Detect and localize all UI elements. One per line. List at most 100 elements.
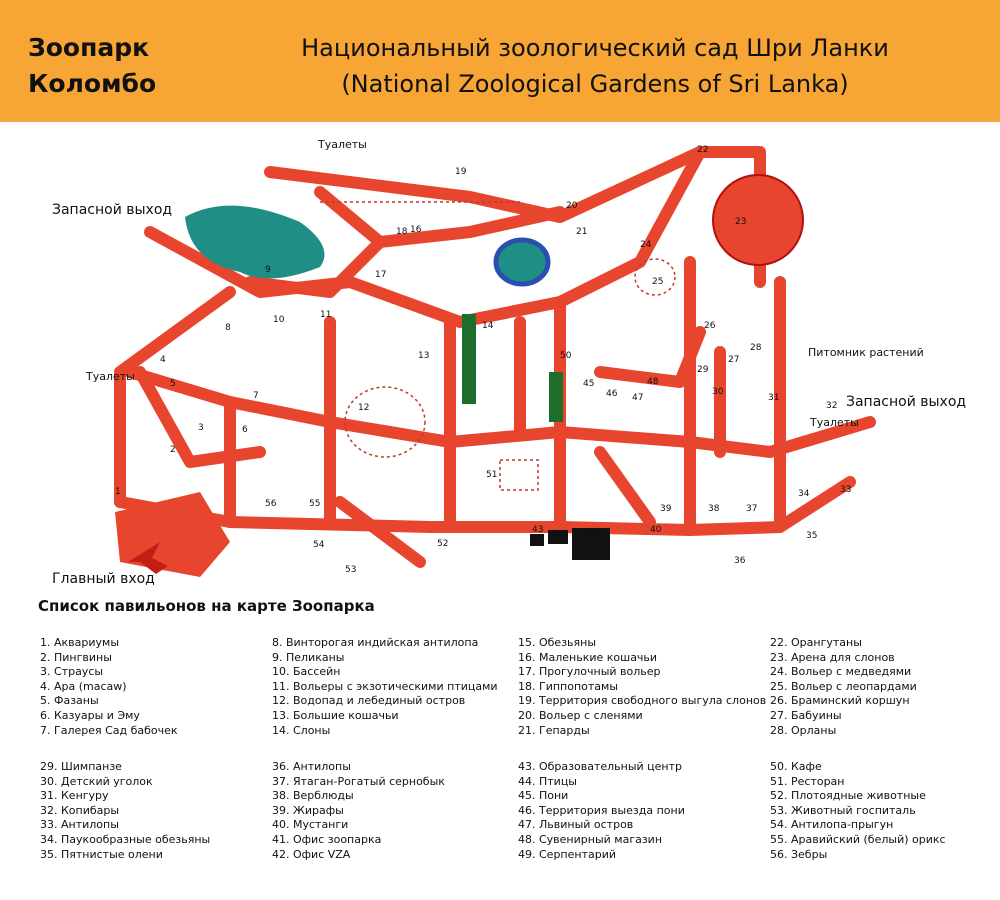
map-number: 55 bbox=[309, 499, 320, 509]
map-number: 13 bbox=[418, 351, 429, 361]
map-number: 7 bbox=[253, 391, 259, 401]
map-number: 48 bbox=[647, 377, 659, 387]
legend-item: 30. Детский уголок bbox=[40, 774, 153, 788]
legend-item: 43. Образовательный центр bbox=[518, 760, 683, 773]
dashed-enclosures bbox=[320, 201, 676, 491]
legend-item: 11. Вольеры с экзотическими птицами bbox=[272, 679, 498, 693]
legend-item: 12. Водопад и лебединый остров bbox=[272, 694, 466, 708]
legend-item: 23. Арена для слонов bbox=[770, 650, 895, 664]
legend-item: 29. Шимпанзе bbox=[40, 760, 122, 773]
education-block bbox=[548, 530, 568, 544]
legend-item: 2. Пингвины bbox=[40, 650, 112, 664]
legend-item: 37. Ятаган-Рогатый сернобык bbox=[272, 774, 445, 788]
map-number: 21 bbox=[576, 227, 587, 237]
page-title: Национальный зоологический сад Шри Ланки… bbox=[200, 30, 990, 102]
legend-item: 27. Бабуины bbox=[770, 708, 842, 722]
map-number: 3 bbox=[198, 423, 204, 433]
map-number: 52 bbox=[437, 539, 448, 549]
map-number: 41 bbox=[584, 528, 595, 538]
legend-item: 46. Территория выезда пони bbox=[518, 803, 685, 817]
pelican-lake bbox=[185, 205, 325, 279]
map-number: 47 bbox=[632, 393, 643, 403]
map-number: 23 bbox=[735, 217, 746, 227]
legend-col-4: 22. Орангутаны 23. Арена для слонов 24. … bbox=[770, 636, 917, 738]
legend-item: 13. Большие кошачьи bbox=[272, 708, 399, 722]
legend-item: 33. Антилопы bbox=[40, 818, 119, 832]
map-number: 51 bbox=[486, 470, 497, 480]
legend-item: 16. Маленькие кошачьи bbox=[518, 650, 658, 664]
map-number: 30 bbox=[712, 387, 724, 397]
big-cats-enclosure bbox=[462, 314, 476, 404]
legend-item: 28. Орланы bbox=[770, 723, 837, 737]
map-number: 17 bbox=[375, 270, 386, 280]
pool bbox=[493, 237, 551, 287]
map-number: 24 bbox=[640, 240, 652, 250]
map-number: 4 bbox=[160, 355, 166, 365]
legend-col-1: 1. Аквариумы 2. Пингвины 3. Страусы 4. А… bbox=[40, 636, 178, 738]
legend-item: 53. Животный госпиталь bbox=[770, 803, 916, 817]
city-title-line2: Коломбо bbox=[28, 69, 157, 98]
toilets-right-label: Туалеты bbox=[810, 416, 859, 429]
map-number: 19 bbox=[455, 167, 467, 177]
plant-nursery-label: Питомник растений bbox=[808, 346, 924, 359]
legend-title: Список павильонов на карте Зоопарка bbox=[38, 597, 375, 615]
legend-col-8: 50. Кафе 51. Ресторан 52. Плотоядные жив… bbox=[770, 760, 946, 862]
legend-item: 22. Орангутаны bbox=[770, 636, 862, 649]
legend-item: 40. Мустанги bbox=[272, 818, 349, 832]
legend-item: 21. Гепарды bbox=[518, 723, 590, 737]
legend-item: 56. Зебры bbox=[770, 847, 828, 861]
legend-item: 6. Казуары и Эму bbox=[40, 708, 140, 722]
map-number: 50 bbox=[560, 351, 572, 361]
map-number: 10 bbox=[273, 315, 285, 325]
city-title-line1: Зоопарк bbox=[28, 33, 150, 62]
map-number: 36 bbox=[734, 556, 746, 566]
header-banner: Зоопарк Коломбо Национальный зоологическ… bbox=[0, 0, 1000, 122]
city-title: Зоопарк Коломбо bbox=[28, 30, 156, 102]
legend-col-2: 8. Винторогая индийская антилопа 9. Пели… bbox=[272, 636, 498, 738]
legend-item: 36. Антилопы bbox=[272, 760, 351, 773]
legend-item: 5. Фазаны bbox=[40, 694, 99, 708]
footpaths bbox=[114, 146, 876, 568]
legend-item: 4. Ара (macaw) bbox=[40, 679, 127, 693]
legend-col-7: 43. Образовательный центр 44. Птицы 45. … bbox=[518, 760, 685, 862]
map-number: 22 bbox=[697, 145, 708, 155]
office-vza-block bbox=[530, 534, 544, 546]
map-number: 29 bbox=[697, 365, 709, 375]
legend-item: 38. Верблюды bbox=[272, 789, 354, 803]
map-number: 16 bbox=[410, 225, 422, 235]
legend-col-5: 29. Шимпанзе 30. Детский уголок 31. Кенг… bbox=[40, 760, 210, 862]
legend-item: 3. Страусы bbox=[40, 665, 104, 679]
main-entrance-label: Главный вход bbox=[52, 571, 155, 587]
map-number: 42 bbox=[552, 531, 563, 541]
map-number: 28 bbox=[750, 343, 762, 353]
map-number: 40 bbox=[650, 525, 662, 535]
map-number: 32 bbox=[826, 401, 837, 411]
map-number: 43 bbox=[532, 525, 543, 535]
map-number: 9 bbox=[265, 265, 271, 275]
map-number: 54 bbox=[313, 540, 325, 550]
legend-item: 41. Офис зоопарка bbox=[272, 832, 382, 846]
map-number: 38 bbox=[708, 504, 720, 514]
legend-item: 19. Территория свободного выгула слонов bbox=[518, 694, 767, 708]
legend-item: 17. Прогулочный вольер bbox=[518, 665, 661, 679]
map-number: 18 bbox=[396, 227, 408, 237]
enclosure-numbers: 1 2 3 4 5 6 7 8 9 10 11 12 13 14 16 17 1… bbox=[115, 145, 851, 575]
legend-item: 50. Кафе bbox=[770, 760, 822, 773]
legend-item: 14. Слоны bbox=[272, 723, 331, 737]
map-number: 14 bbox=[482, 321, 494, 331]
legend-item: 39. Жирафы bbox=[272, 803, 344, 817]
legend-col-6: 36. Антилопы 37. Ятаган-Рогатый сернобык… bbox=[272, 760, 445, 862]
toilets-top-label: Туалеты bbox=[318, 138, 367, 151]
legend-item: 24. Вольер с медведями bbox=[770, 665, 912, 679]
legend-item: 45. Пони bbox=[518, 789, 569, 803]
legend-col-3: 15. Обезьяны 16. Маленькие кошачьи 17. П… bbox=[518, 636, 766, 738]
map-number: 2 bbox=[170, 445, 176, 455]
map-number: 39 bbox=[660, 504, 672, 514]
toilets-left-label: Туалеты bbox=[86, 370, 135, 383]
map-number: 26 bbox=[704, 321, 716, 331]
legend-item: 49. Серпентарий bbox=[518, 847, 617, 861]
entrance-arrow-icon bbox=[128, 542, 168, 574]
legend-item: 7. Галерея Сад бабочек bbox=[40, 723, 178, 737]
legend-item: 18. Гиппопотамы bbox=[518, 679, 619, 693]
zoo-map: 1 2 3 4 5 6 7 8 9 10 11 12 13 14 16 17 1… bbox=[0, 122, 1000, 600]
